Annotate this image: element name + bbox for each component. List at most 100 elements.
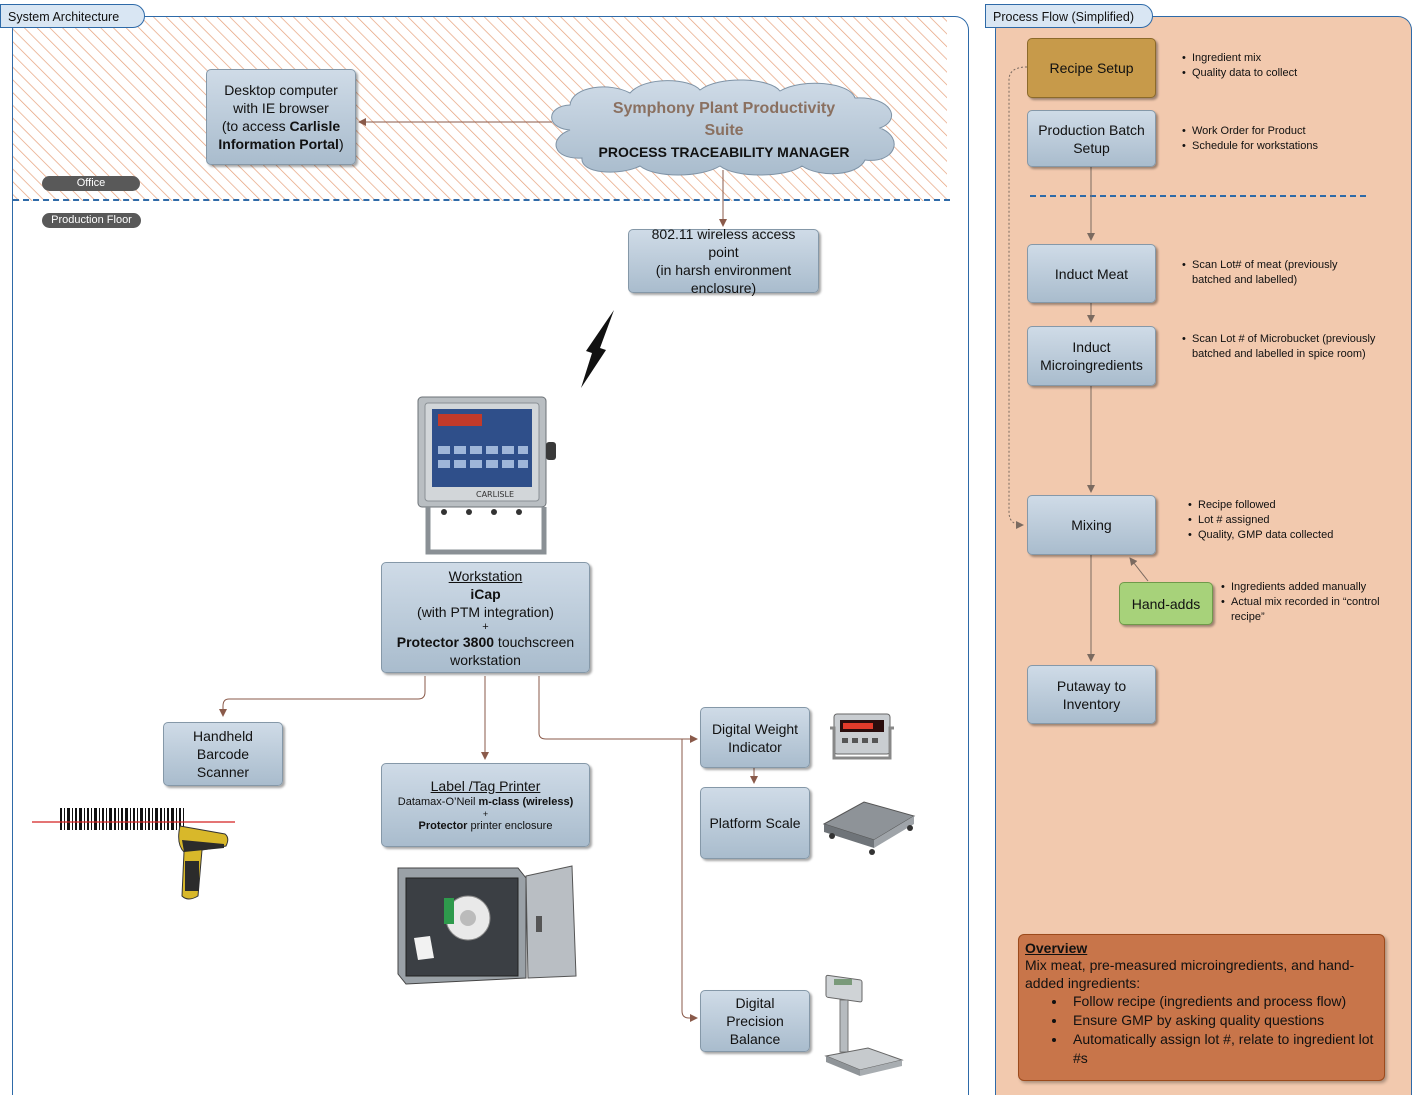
platform-scale-box: Platform Scale — [700, 787, 810, 859]
workstation-brand: CARLISLE — [476, 490, 514, 499]
overview-item: Follow recipe (ingredients and process f… — [1067, 992, 1378, 1011]
batch-setup-step: Production Batch Setup — [1027, 110, 1156, 167]
mixing-label: Mixing — [1071, 517, 1112, 533]
platform-scale-image — [822, 801, 916, 855]
wireless-signal-icon — [581, 310, 614, 388]
desktop-computer-box: Desktop computer with IE browser (to acc… — [206, 69, 356, 165]
overview-box: Overview Mix meat, pre-measured microing… — [1018, 934, 1385, 1081]
ap-line1: 802.11 wireless access point — [651, 226, 796, 260]
label-printer-box: Label /Tag Printer Datamax-O’Neil m-clas… — [381, 763, 590, 847]
desktop-line3-text: (to access — [221, 118, 290, 134]
symphony-title: Symphony Plant Productivity — [612, 100, 836, 117]
scanner-line1: Handheld — [193, 728, 253, 744]
putaway-line1: Putaway to — [1056, 677, 1127, 694]
note-item: Quality data to collect — [1182, 66, 1392, 81]
putaway-step: Putaway to Inventory — [1027, 665, 1156, 724]
workstation-box: Workstation iCap (with PTM integration) … — [381, 562, 590, 673]
overview-heading: Overview — [1025, 940, 1088, 956]
induct-meat-step: Induct Meat — [1027, 244, 1156, 303]
hand-adds-label: Hand-adds — [1131, 595, 1201, 612]
printer-plus: + — [482, 809, 489, 819]
batch-setup-line1: Production Batch — [1038, 121, 1145, 138]
overview-item: Ensure GMP by asking quality questions — [1067, 1011, 1378, 1030]
recipe-setup-step: Recipe Setup — [1027, 38, 1156, 98]
induct-micro-line1: Induct — [1072, 339, 1111, 355]
note-item: Work Order for Product — [1182, 124, 1392, 139]
office-floor-divider — [13, 199, 950, 201]
barcode-scanner-box: Handheld Barcode Scanner — [163, 722, 283, 786]
process-flow-tab: Process Flow (Simplified) — [985, 4, 1153, 28]
desktop-carlisle: Carlisle — [289, 118, 341, 134]
printer-line2: Datamax-O’Neil m-class (wireless) — [398, 795, 573, 809]
note-item: Schedule for workstations — [1182, 139, 1392, 154]
ap-line2: (in harsh environment — [655, 262, 792, 278]
induct-micro-notes: Scan Lot # of Microbucket (previously ba… — [1178, 332, 1382, 362]
putaway-line2: Inventory — [1062, 695, 1121, 712]
symphony-cloud: Symphony Plant Productivity Suite PROCES… — [580, 98, 868, 162]
overview-item: Automatically assign lot #, relate to in… — [1067, 1030, 1378, 1068]
hand-adds-step: Hand-adds — [1119, 582, 1213, 625]
overview-intro: Mix meat, pre-measured microingredients,… — [1025, 957, 1355, 991]
workstation-model-rest: touchscreen — [494, 633, 575, 650]
printer-line2-text: Datamax-O’Neil — [397, 796, 479, 808]
printer-enclosure-bold: Protector — [418, 820, 468, 832]
cloud-shape — [551, 79, 895, 176]
printer-title: Label /Tag Printer — [430, 778, 541, 794]
note-item: Ingredients added manually — [1221, 580, 1406, 595]
barcode-scanner-image — [32, 808, 235, 900]
workstation-last: workstation — [450, 651, 521, 668]
desktop-info-portal: Information Portal — [218, 136, 339, 152]
batch-setup-line2: Setup — [1073, 139, 1110, 156]
balance-line1: Digital — [735, 995, 775, 1011]
scanner-line2: Barcode Scanner — [196, 746, 250, 780]
weight-indicator-line1: Digital Weight — [711, 720, 799, 737]
system-architecture-tab: System Architecture — [0, 4, 145, 28]
workstation-product: iCap — [470, 585, 501, 602]
workstation-device-image: CARLISLE — [417, 396, 556, 555]
wireless-access-point-box: 802.11 wireless access point (in harsh e… — [628, 226, 819, 296]
digital-weight-indicator-box: Digital Weight Indicator — [700, 707, 810, 768]
note-item: Actual mix recorded in “control recipe” — [1221, 595, 1406, 625]
recipe-setup-label: Recipe Setup — [1049, 60, 1134, 76]
batch-setup-notes: Work Order for Product Schedule for work… — [1178, 124, 1392, 154]
mixing-step: Mixing — [1027, 495, 1156, 555]
weight-indicator-image — [830, 713, 894, 760]
note-item: Scan Lot # of Microbucket (previously ba… — [1182, 332, 1382, 362]
desktop-line4: Information Portal) — [218, 135, 343, 153]
desktop-line2: with IE browser — [233, 100, 329, 116]
printer-enclosure-rest: printer enclosure — [467, 820, 553, 832]
production-floor-label: Production Floor — [42, 213, 141, 228]
workstation-plus: + — [482, 620, 489, 633]
precision-balance-box: Digital Precision Balance — [700, 990, 810, 1052]
system-connectors — [219, 118, 758, 1022]
weight-indicator-line2: Indicator — [728, 738, 782, 755]
recipe-setup-notes: Ingredient mix Quality data to collect — [1178, 51, 1392, 81]
induct-micro-step: Induct Microingredients — [1027, 326, 1156, 386]
printer-enclosure-image — [397, 865, 577, 985]
workstation-model: Protector 3800 touchscreen — [397, 633, 574, 651]
desktop-line4-paren: ) — [338, 136, 344, 152]
office-label: Office — [42, 176, 140, 191]
symphony-suite: Suite — [704, 122, 744, 139]
desktop-line1: Desktop computer — [224, 82, 338, 98]
printer-model: m-class (wireless) — [478, 796, 574, 808]
induct-meat-label: Induct Meat — [1054, 265, 1129, 282]
balance-line2: Precision — [726, 1013, 784, 1029]
induct-meat-notes: Scan Lot# of meat (previously batched an… — [1178, 258, 1372, 288]
induct-micro-line2: Microingredients — [1040, 357, 1143, 373]
platform-scale-label: Platform Scale — [709, 815, 801, 831]
balance-line3: Balance — [729, 1031, 781, 1047]
hand-adds-notes: Ingredients added manually Actual mix re… — [1217, 580, 1406, 625]
note-item: Quality, GMP data collected — [1188, 528, 1398, 543]
note-item: Scan Lot# of meat (previously batched an… — [1182, 258, 1372, 288]
process-connectors — [1008, 66, 1149, 662]
note-item: Lot # assigned — [1188, 513, 1398, 528]
printer-line3: Protector printer enclosure — [419, 819, 553, 833]
note-item: Recipe followed — [1188, 498, 1398, 513]
process-divider — [1030, 195, 1366, 197]
mixing-notes: Recipe followed Lot # assigned Quality, … — [1184, 498, 1398, 543]
workstation-integration: (with PTM integration) — [417, 603, 554, 620]
workstation-title: Workstation — [448, 567, 523, 584]
system-architecture-panel — [12, 16, 969, 1095]
ptm-label: PROCESS TRACEABILITY MANAGER — [598, 144, 850, 160]
